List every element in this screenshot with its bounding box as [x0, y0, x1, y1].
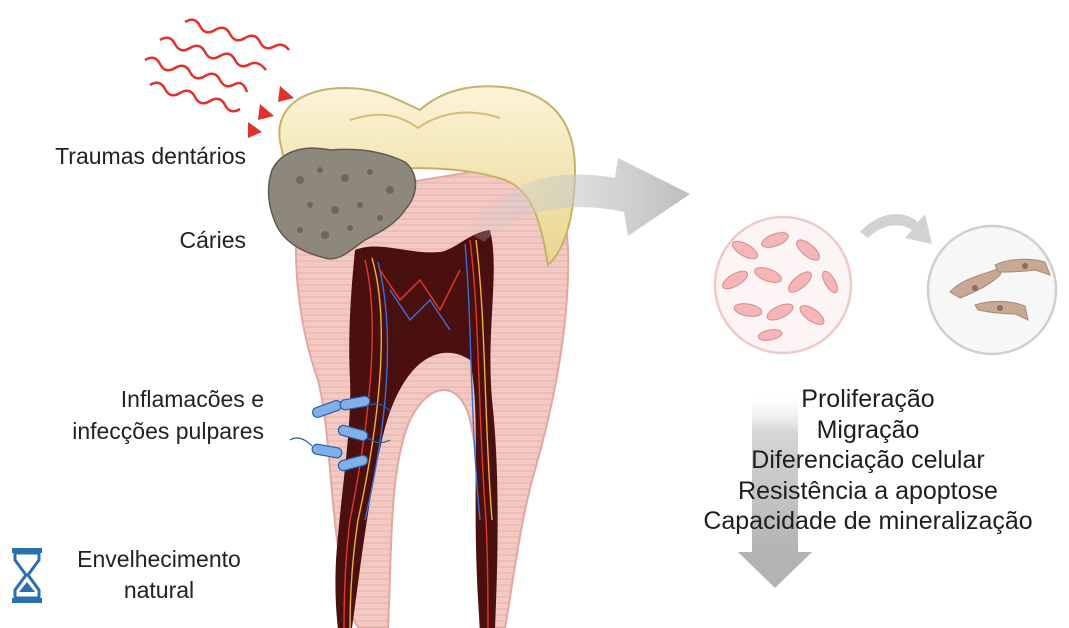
caries-label: Cáries: [0, 226, 246, 254]
effect-item: Proliferação: [670, 384, 1066, 415]
trauma-label: Traumas dentários: [0, 142, 246, 170]
effect-item: Diferenciação celular: [670, 445, 1066, 476]
small-curved-arrow-icon: [860, 214, 932, 244]
inflammation-label-line2: infecções pulpares: [0, 417, 264, 445]
hourglass-icon: [12, 548, 42, 603]
aging-label-line1: Envelhecimento: [64, 545, 254, 573]
effects-list: Proliferação Migração Diferenciação celu…: [670, 384, 1066, 537]
effect-item: Resistência a apoptose: [670, 476, 1066, 507]
inflammation-label-line1: Inflamacões e: [0, 385, 264, 413]
aged-cells-circle: [928, 226, 1056, 354]
effect-item: Migração: [670, 415, 1066, 446]
effect-item: Capacidade de mineralização: [670, 506, 1066, 537]
aging-label-line2: natural: [64, 576, 254, 604]
healthy-cells-circle: [715, 217, 851, 353]
wavy-arrows-icon: [145, 20, 294, 138]
